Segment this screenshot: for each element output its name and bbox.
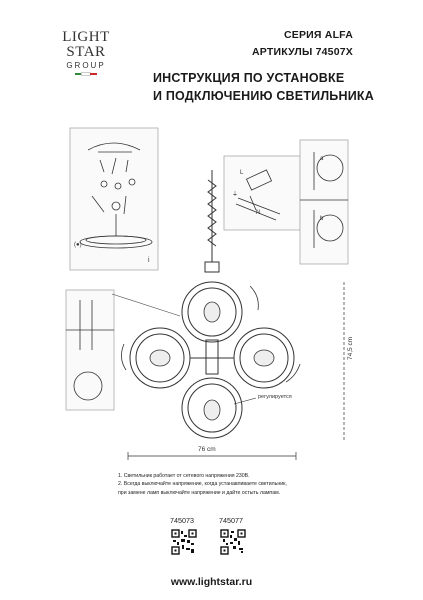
bulb-group — [149, 301, 275, 421]
lamp-install-drawing — [300, 152, 348, 248]
ceiling-mount-drawing — [79, 142, 153, 249]
mount-panel-index: i — [148, 257, 150, 264]
series-name: СЕРИЯ ALFA — [283, 29, 353, 41]
wiring-panel — [223, 155, 301, 231]
instruction-title: ИНСТРУКЦИЯ ПО УСТАНОВКЕ И ПОДКЛЮЧЕНИЮ СВ… — [153, 69, 374, 105]
note-line-1: 1. Светильник работает от сетевого напря… — [118, 473, 250, 479]
detail-panel — [65, 289, 115, 411]
title-line-2: И ПОДКЛЮЧЕНИЮ СВЕТИЛЬНИКА — [153, 89, 374, 103]
note-line-3: при замене ламп выключайте напряжение и … — [118, 489, 281, 496]
detail-callout-line — [111, 293, 181, 317]
article-745077: 745077 — [219, 516, 243, 525]
rotation-arrows — [121, 285, 301, 383]
arm-detail-drawing — [66, 300, 114, 401]
wire-label-pe: ⏚ — [232, 191, 238, 198]
wire-label-l: L — [240, 170, 244, 176]
brand-logo: LIGHT STAR GROUP — [58, 29, 114, 76]
note-line-2: 2. Всегда выключайте напряжение, когда у… — [118, 481, 287, 488]
suspension-chain — [204, 170, 220, 273]
italian-flag-icon — [75, 72, 97, 76]
website-link[interactable]: www.lightstar.ru — [170, 576, 253, 588]
article-numbers: АРТИКУЛЫ 74507X — [252, 46, 353, 58]
lamp-panel — [299, 139, 349, 265]
height-label: 74,5 cm — [347, 336, 354, 360]
adjustable-label: регулируется — [258, 394, 292, 400]
mount-panel-left-mark: (●) — [74, 242, 82, 248]
width-label: 76 cm — [198, 446, 216, 453]
ceiling-mount-panel — [69, 127, 159, 271]
logo-line-1: LIGHT — [62, 29, 110, 45]
adjust-callout-line — [233, 397, 257, 405]
title-line-1: ИНСТРУКЦИЯ ПО УСТАНОВКЕ — [153, 71, 345, 85]
logo-line-3: GROUP — [66, 61, 106, 70]
logo-line-2: STAR — [66, 44, 106, 60]
wire-label-n: N — [256, 210, 260, 216]
qr-code-745077-icon — [220, 529, 246, 555]
chandelier-frame — [129, 281, 295, 439]
safety-notes: 1. Светильник работает от сетевого напря… — [118, 472, 348, 497]
series-header: СЕРИЯ ALFA АРТИКУЛЫ 74507X — [252, 27, 353, 61]
qr-code-745073-icon — [171, 529, 197, 555]
step-a-marker: a — [320, 156, 324, 162]
article-745073: 745073 — [170, 516, 194, 525]
terminal-block-drawing — [235, 169, 281, 221]
step-b-marker: b — [320, 216, 324, 222]
